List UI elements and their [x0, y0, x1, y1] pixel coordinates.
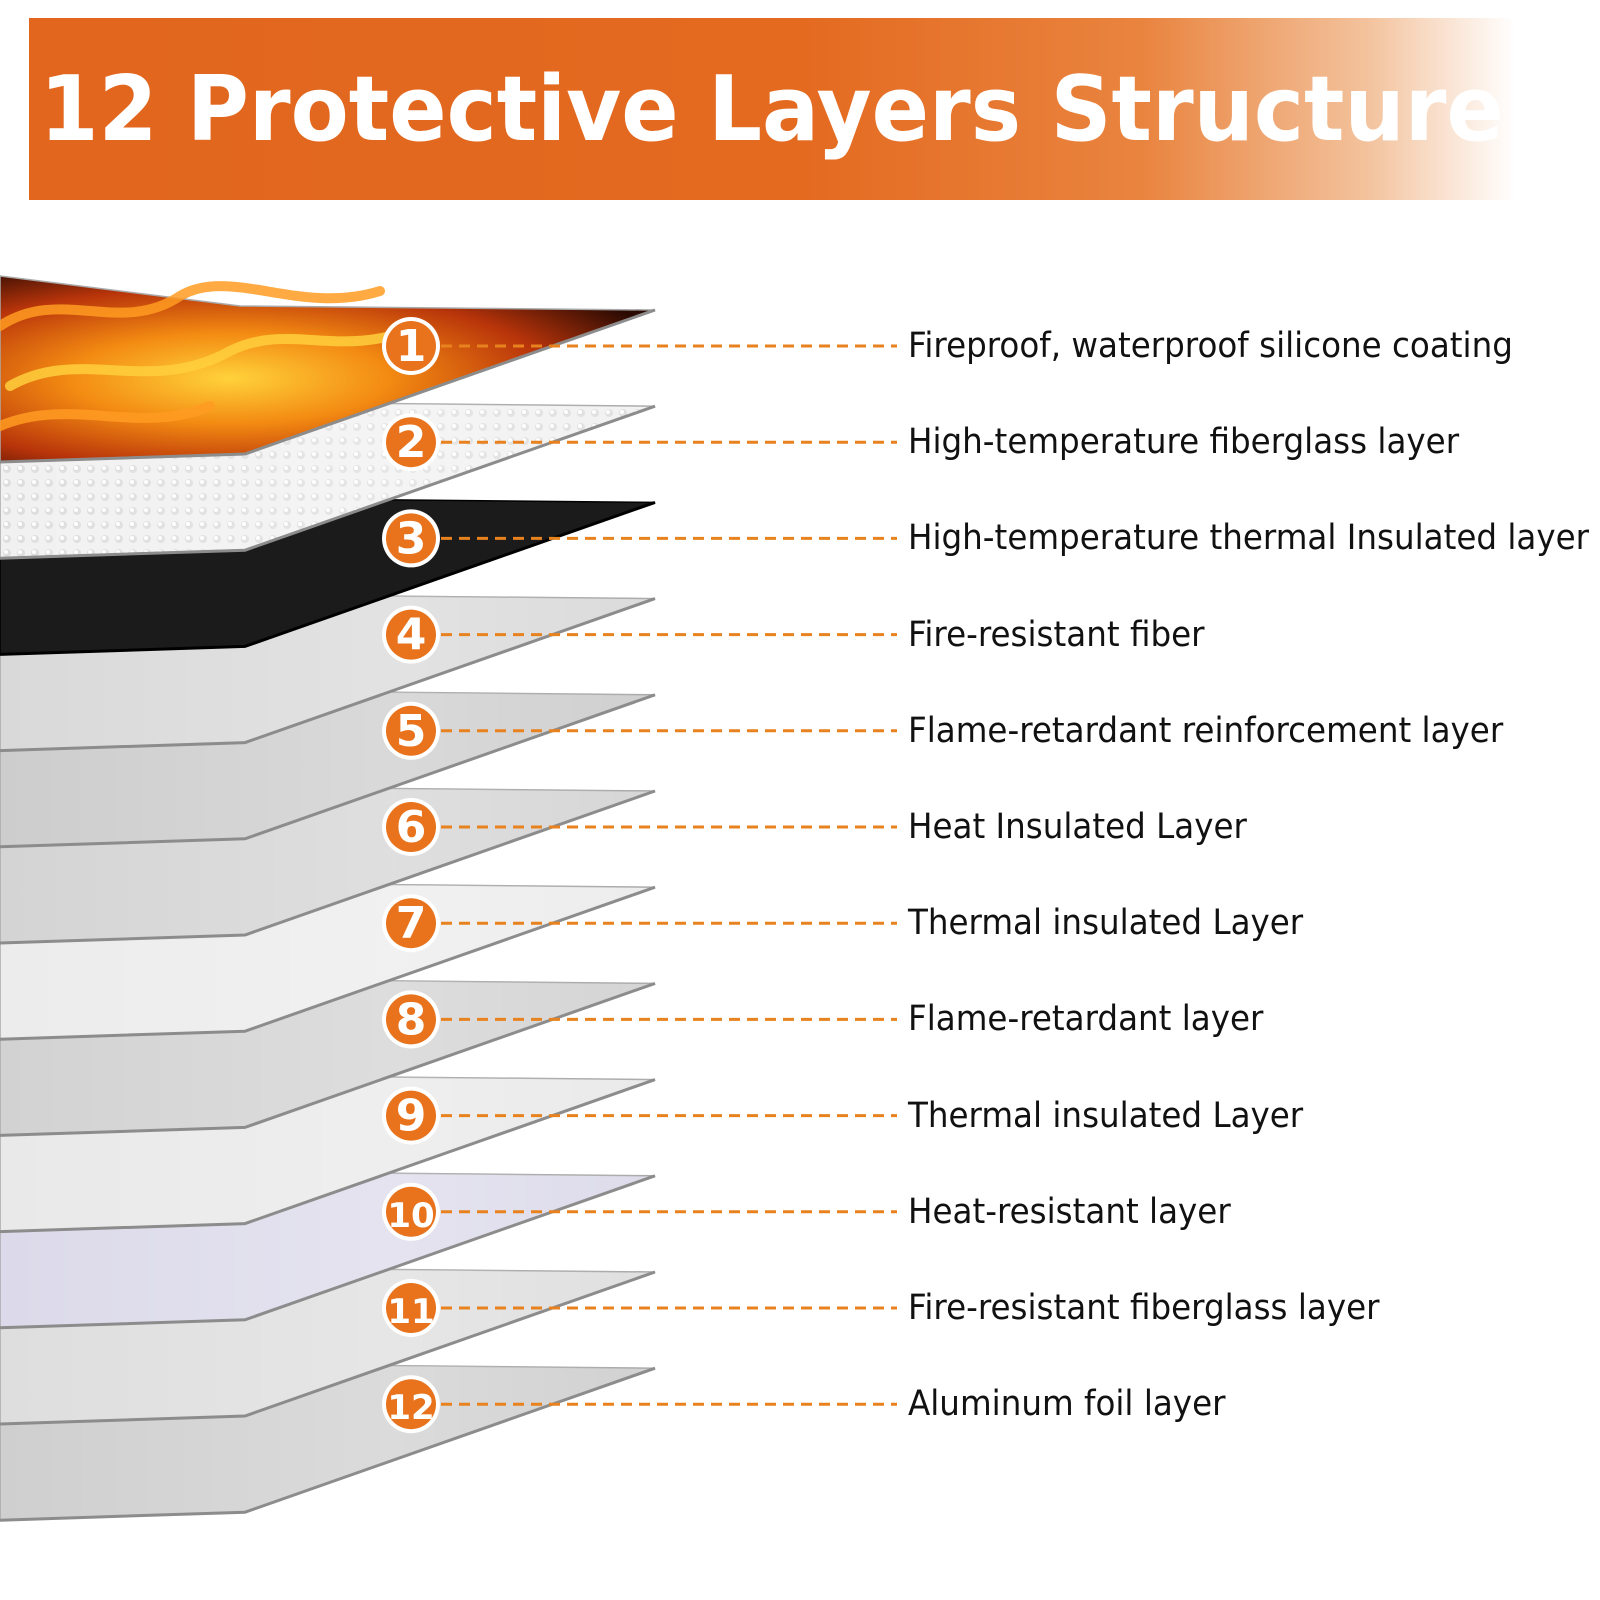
layer-number-2: 2 — [396, 417, 427, 468]
layer-number-badge-9: 9 — [382, 1086, 440, 1145]
layer-number-badge-10: 10 — [382, 1182, 440, 1241]
layer-label-7: Thermal insulated Layer — [908, 903, 1304, 944]
layer-number-9: 9 — [396, 1091, 427, 1142]
layer-sheet-1 — [0, 275, 656, 464]
layer-number-badge-8: 8 — [382, 990, 440, 1049]
layer-number-7: 7 — [396, 898, 427, 949]
layer-number-badge-7: 7 — [382, 894, 440, 953]
layer-number-badge-1: 1 — [382, 317, 440, 375]
layer-number-6: 6 — [396, 802, 427, 853]
layer-number-badge-11: 11 — [382, 1279, 440, 1337]
layer-label-3: High-temperature thermal Insulated layer — [908, 518, 1590, 559]
title-banner: 12 Protective Layers Structure — [29, 18, 1515, 200]
layer-number-10: 10 — [387, 1196, 434, 1236]
layer-number-3: 3 — [396, 513, 427, 564]
layer-number-badge-12: 12 — [382, 1375, 440, 1434]
layer-number-11: 11 — [387, 1292, 434, 1332]
layer-number-badge-5: 5 — [382, 701, 440, 760]
layer-label-8: Flame-retardant layer — [908, 999, 1264, 1040]
layer-number-12: 12 — [387, 1388, 434, 1428]
layer-label-10: Heat-resistant layer — [908, 1191, 1231, 1232]
layer-number-badge-3: 3 — [382, 509, 440, 568]
layer-number-5: 5 — [396, 706, 427, 757]
page-title: 12 Protective Layers Structure — [39, 56, 1505, 162]
layer-label-6: Heat Insulated Layer — [908, 807, 1247, 847]
layer-number-4: 4 — [396, 610, 427, 661]
layer-label-4: Fire-resistant fiber — [908, 614, 1205, 655]
layer-label-11: Fire-resistant fiberglass layer — [908, 1288, 1380, 1328]
layer-label-5: Flame-retardant reinforcement layer — [908, 710, 1504, 751]
layer-label-2: High-temperature fiberglass layer — [908, 422, 1460, 463]
layer-number-badge-2: 2 — [382, 413, 440, 472]
layer-number-badge-6: 6 — [382, 798, 440, 856]
layer-number-badge-4: 4 — [382, 605, 440, 664]
layer-label-1: Fireproof, waterproof silicone coating — [908, 326, 1513, 366]
layer-label-9: Thermal insulated Layer — [908, 1095, 1304, 1136]
layer-number-1: 1 — [396, 321, 427, 372]
layer-label-12: Aluminum foil layer — [908, 1384, 1226, 1425]
layer-number-8: 8 — [396, 994, 427, 1045]
